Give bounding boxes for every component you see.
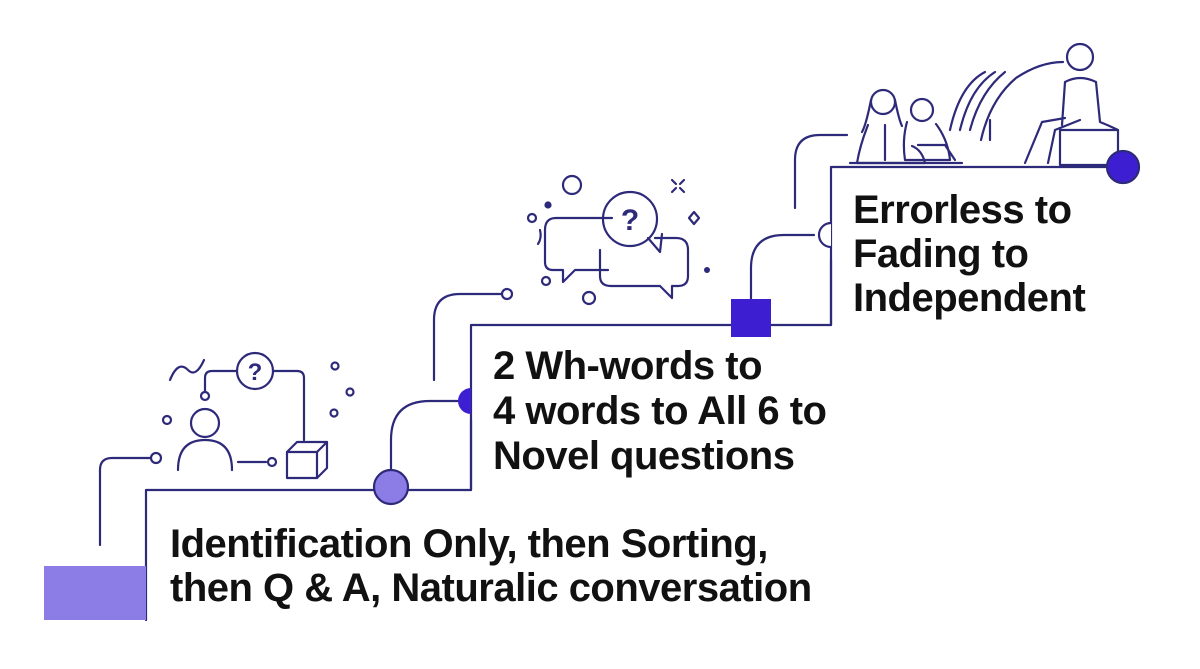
person-question-box-icon: ?: [161, 351, 355, 480]
svg-text:?: ?: [248, 359, 263, 386]
step3-line3: Independent: [853, 276, 1086, 320]
step3-half-circle: [817, 221, 833, 249]
step2-end-square: [731, 299, 771, 337]
stair-outline: [144, 165, 1127, 622]
step2-line3: Novel questions: [493, 434, 795, 478]
step1-connector: [98, 456, 152, 547]
step3-label: Errorless to Fading to Independent: [853, 188, 1086, 320]
parent-child-adult-icon: [793, 42, 1120, 210]
step2-line1: 2 Wh-words to: [493, 344, 763, 388]
step1-line2: then Q & A, Naturalic conversation: [170, 566, 812, 610]
step1-line1: Identification Only, then Sorting,: [170, 522, 768, 566]
step1-square: [44, 566, 146, 620]
step2-line2: 4 words to All 6 to: [493, 389, 827, 433]
speech-bubbles-question-icon: ?: [432, 174, 710, 382]
step3-line1: Errorless to: [853, 188, 1072, 232]
step2-label: 2 Wh-words to 4 words to All 6 to Novel …: [493, 344, 827, 479]
step2-half-circle: [458, 388, 471, 414]
step2-to-step3-connector: [749, 233, 816, 302]
step1-to-step2-connector: [389, 399, 462, 477]
step1-end-circle: [372, 468, 410, 506]
svg-text:?: ?: [621, 204, 639, 237]
step3-line2: Fading to: [853, 232, 1029, 276]
step1-label: Identification Only, then Sorting, then …: [170, 522, 812, 610]
step3-end-circle: [1105, 149, 1141, 185]
step1-connector-dot: [149, 451, 163, 465]
